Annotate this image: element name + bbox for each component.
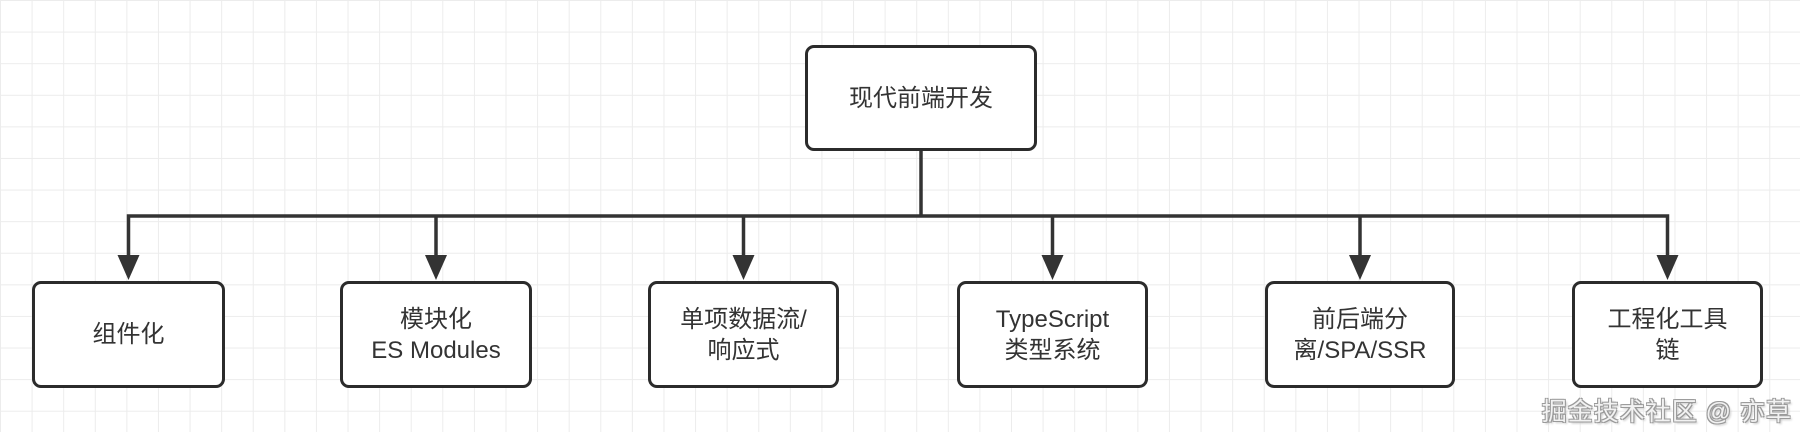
node-modularization[interactable]: 模块化 ES Modules xyxy=(340,281,532,388)
node-label: 单项数据流/ 响应式 xyxy=(680,305,807,364)
node-label: 工程化工具 链 xyxy=(1607,305,1728,364)
arrowhead-icon xyxy=(732,255,755,280)
node-engineering-toolchain[interactable]: 工程化工具 链 xyxy=(1572,281,1763,388)
node-label: 组件化 xyxy=(92,321,165,348)
connector-bus xyxy=(126,214,1670,258)
node-root-label: 现代前端开发 xyxy=(849,84,993,112)
node-label: 前后端分 离/SPA/SSR xyxy=(1293,305,1427,364)
node-root[interactable]: 现代前端开发 xyxy=(805,45,1037,151)
node-label: TypeScript 类型系统 xyxy=(995,305,1110,364)
node-componentization[interactable]: 组件化 xyxy=(32,281,225,388)
arrowhead-icon xyxy=(117,255,140,280)
arrowhead-icon xyxy=(1656,255,1679,280)
node-unidirectional-dataflow[interactable]: 单项数据流/ 响应式 xyxy=(648,281,839,388)
watermark: 掘金技术社区 @ 亦草 xyxy=(1541,398,1792,426)
arrowhead-icon xyxy=(1041,255,1064,280)
node-typescript[interactable]: TypeScript 类型系统 xyxy=(957,281,1148,388)
arrowhead-icon xyxy=(1349,255,1371,280)
arrowhead-icon xyxy=(425,255,447,280)
node-frontend-backend-separation[interactable]: 前后端分 离/SPA/SSR xyxy=(1265,281,1455,388)
node-label: 模块化 ES Modules xyxy=(371,305,501,364)
